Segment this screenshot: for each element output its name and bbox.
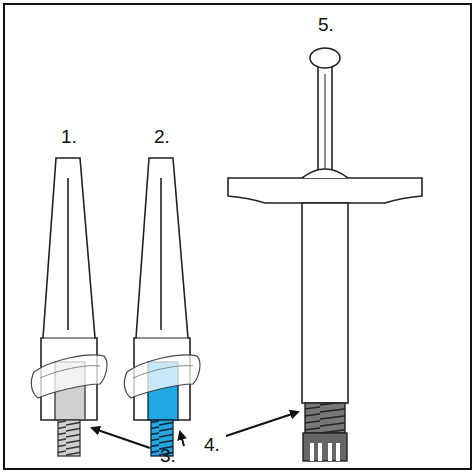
leader-arrow — [226, 412, 298, 436]
frame — [4, 4, 471, 469]
leader-arrow — [92, 428, 150, 448]
callout-number: 3. — [160, 446, 176, 465]
needle-grey — [31, 158, 107, 456]
callout-number: 2. — [154, 127, 170, 146]
leader-arrow — [180, 432, 184, 446]
needle-blue — [124, 158, 200, 456]
callout-number: 1. — [61, 127, 77, 146]
syringe — [228, 48, 422, 461]
callout-number: 4. — [204, 435, 220, 454]
callout-number: 5. — [318, 15, 334, 34]
